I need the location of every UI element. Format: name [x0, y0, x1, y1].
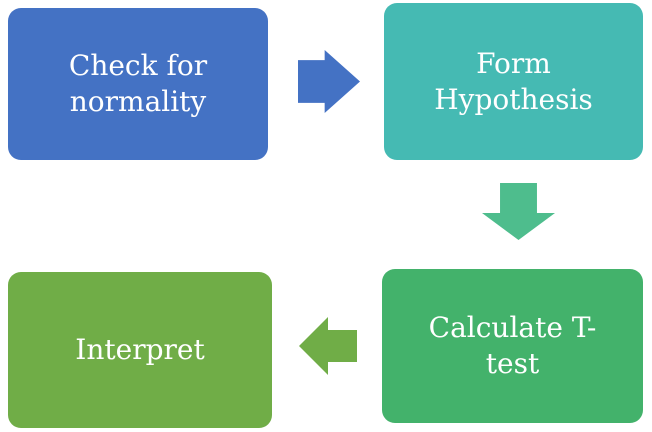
node-label-line: test [485, 347, 540, 380]
node-label-line: Calculate T- [428, 311, 597, 344]
node-label: Interpret [75, 332, 204, 368]
node-label-line: Interpret [75, 333, 205, 366]
node-label-line: normality [69, 85, 207, 118]
node-label: Form Hypothesis [434, 46, 593, 118]
node-label-line: Hypothesis [434, 82, 593, 116]
node-check-normality: Check for normality [8, 8, 268, 160]
node-form-hypothesis: Form Hypothesis [384, 3, 643, 160]
node-interpret: Interpret [8, 272, 272, 428]
node-label: Calculate T- test [429, 310, 597, 382]
node-label-line: Check for [68, 49, 208, 82]
arrow-down-icon [482, 183, 555, 240]
arrow-left-icon [299, 317, 357, 375]
node-calculate-t-test: Calculate T- test [382, 269, 643, 423]
node-label: Check for normality [69, 48, 207, 120]
arrow-right-icon [298, 50, 360, 113]
node-label-line: Form [476, 46, 551, 80]
